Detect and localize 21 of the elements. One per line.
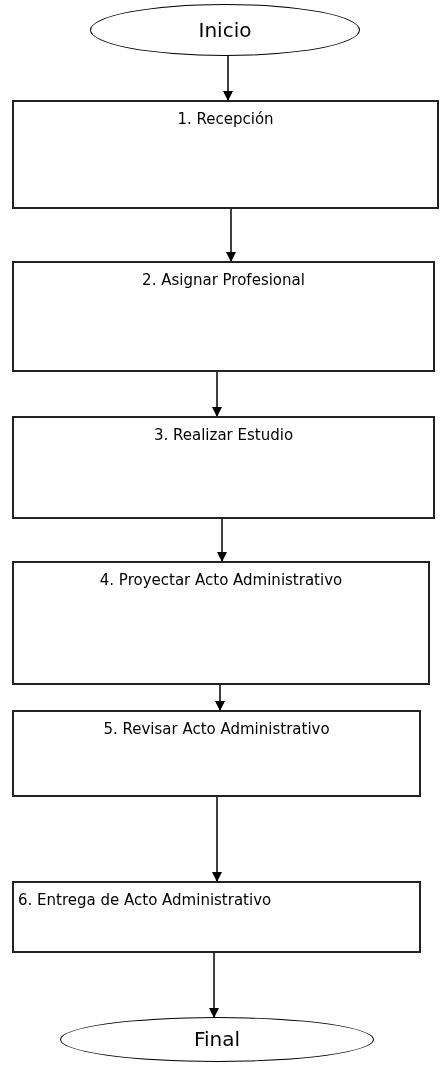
arrow bbox=[212, 796, 222, 882]
step-title: 5. Revisar Acto Administrativo bbox=[102, 720, 331, 739]
terminal-label: Inicio bbox=[198, 17, 252, 43]
arrow bbox=[226, 208, 236, 262]
step-title: 1. Recepción bbox=[176, 110, 275, 129]
arrow bbox=[209, 952, 219, 1018]
arrow bbox=[215, 684, 225, 711]
step-title: 3. Realizar Estudio bbox=[152, 426, 295, 445]
step-title: 2. Asignar Profesional bbox=[141, 271, 306, 290]
process-box bbox=[12, 100, 439, 209]
step-title: 6. Entrega de Acto Administrativo bbox=[17, 891, 273, 910]
arrow bbox=[223, 55, 233, 101]
step-title: 4. Proyectar Acto Administrativo bbox=[98, 571, 344, 590]
arrow bbox=[217, 518, 227, 562]
process-box bbox=[12, 881, 421, 953]
process-box bbox=[12, 710, 421, 797]
arrow bbox=[212, 371, 222, 417]
terminal-label: Final bbox=[193, 1027, 241, 1052]
process-box bbox=[12, 561, 430, 685]
process-box bbox=[12, 416, 435, 519]
process-box bbox=[12, 261, 435, 372]
